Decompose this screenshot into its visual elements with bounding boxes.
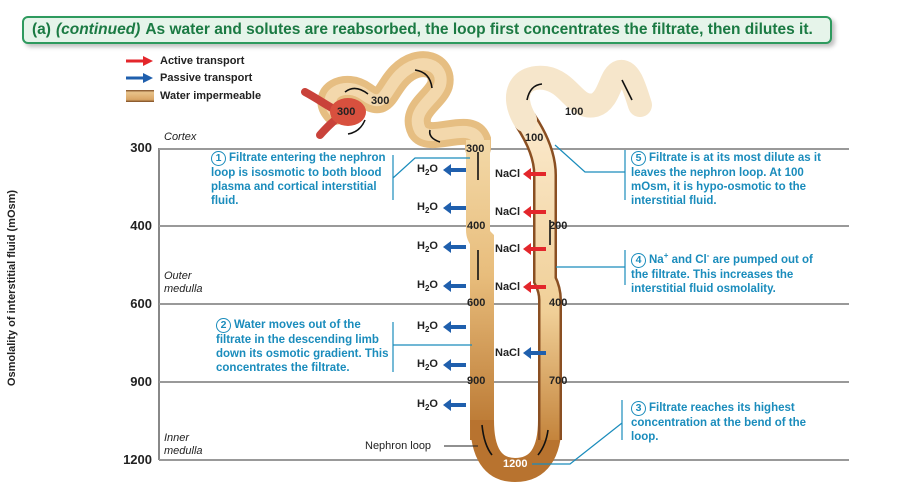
zone-cortex: Cortex xyxy=(164,131,197,143)
label-nacl: NaCl xyxy=(495,281,521,293)
zone-inner-medulla: Inner medulla xyxy=(164,432,203,457)
step-number: 3 xyxy=(631,401,646,416)
callout-lines xyxy=(392,144,626,465)
y-axis-line xyxy=(158,148,160,460)
label-h2o: H2O xyxy=(417,201,438,216)
gridline-300 xyxy=(159,148,849,150)
loop-bend xyxy=(470,419,562,483)
step-number: 2 xyxy=(216,318,231,333)
value-asc-100: 100 xyxy=(525,132,544,144)
step-number: 1 xyxy=(211,151,226,166)
distal-tubule xyxy=(506,60,652,132)
value-desc-900: 900 xyxy=(467,375,486,387)
gridline-900 xyxy=(159,381,849,383)
banner-text: As water and solutes are reabsorbed, the… xyxy=(145,21,813,38)
zone-outer-medulla: Outer medulla xyxy=(164,270,203,295)
value-glomerulus: 300 xyxy=(337,106,356,118)
step-number: 5 xyxy=(631,151,646,166)
label-nephron-loop: Nephron loop xyxy=(365,440,432,452)
banner-qualifier: (continued) xyxy=(55,21,141,38)
value-asc-400: 400 xyxy=(549,297,568,309)
value-asc-200: 200 xyxy=(549,220,568,232)
value-pct: 300 xyxy=(371,95,390,107)
label-nacl: NaCl xyxy=(495,206,521,218)
legend-water-impermeable: Water impermeable xyxy=(126,90,261,102)
label-h2o: H2O xyxy=(417,279,438,294)
value-desc-300: 300 xyxy=(466,143,485,155)
gridline-400 xyxy=(159,225,849,227)
legend-active-transport: Active transport xyxy=(126,55,244,67)
water-arrows xyxy=(443,164,546,411)
y-tick-600: 600 xyxy=(130,296,152,311)
label-h2o: H2O xyxy=(417,163,438,178)
impermeable-swatch-icon xyxy=(126,90,154,102)
blue-arrow-icon xyxy=(126,73,153,83)
label-h2o: H2O xyxy=(417,358,438,373)
step-number: 4 xyxy=(631,252,646,268)
label-h2o: H2O xyxy=(417,240,438,255)
label-nacl: NaCl xyxy=(495,243,521,255)
gridline-600 xyxy=(159,303,849,305)
banner-part: (a) xyxy=(32,21,51,38)
label-h2o: H2O xyxy=(417,320,438,335)
value-desc-400: 400 xyxy=(467,220,486,232)
descending-limb xyxy=(466,140,494,440)
nacl-active-arrows xyxy=(523,168,546,293)
value-asc-700: 700 xyxy=(549,375,568,387)
flow-arrows xyxy=(344,69,633,456)
glomerulus xyxy=(330,98,366,126)
y-tick-300: 300 xyxy=(130,140,152,155)
label-nacl: NaCl xyxy=(495,168,521,180)
red-arrow-icon xyxy=(126,56,153,66)
label-h2o: H2O xyxy=(417,398,438,413)
y-tick-1200: 1200 xyxy=(123,452,152,467)
legend-passive-transport: Passive transport xyxy=(126,72,252,84)
title-banner: (a) (continued) As water and solutes are… xyxy=(22,16,832,44)
value-dct-100: 100 xyxy=(565,106,584,118)
value-bend-1200: 1200 xyxy=(503,458,528,470)
label-nacl: NaCl xyxy=(495,347,521,359)
y-tick-900: 900 xyxy=(130,374,152,389)
value-desc-600: 600 xyxy=(467,297,486,309)
y-tick-400: 400 xyxy=(130,218,152,233)
